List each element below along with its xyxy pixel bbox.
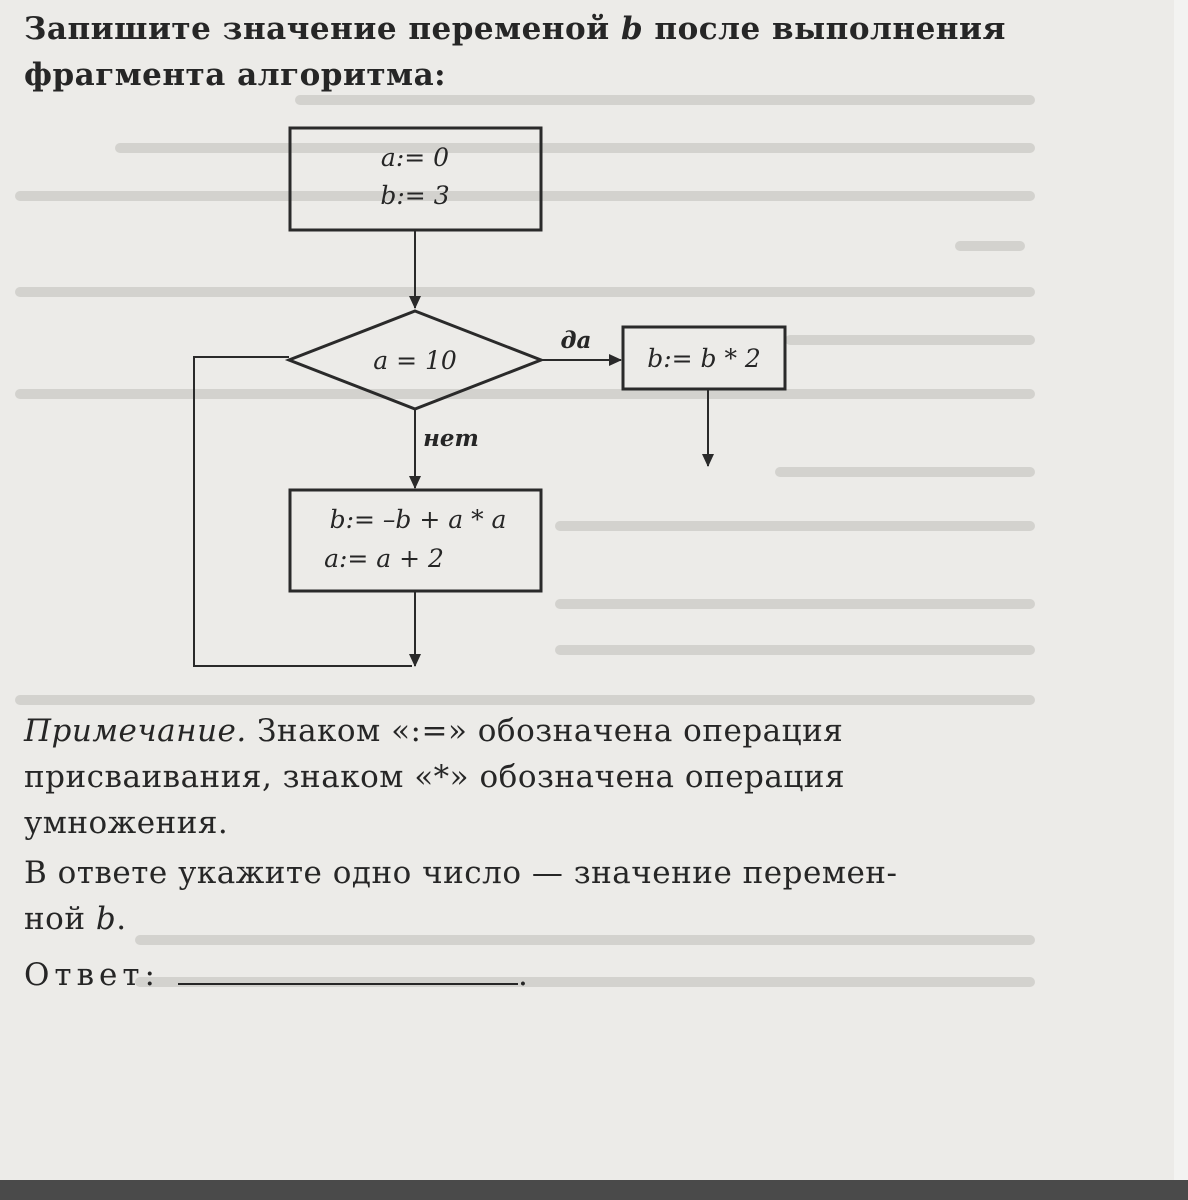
note-line-3: умножения. xyxy=(24,805,229,841)
instruction-variable-b: b xyxy=(95,901,117,937)
loop-line-1: b:= –b + a * a xyxy=(330,505,507,534)
yes-action-text: b:= b * 2 xyxy=(647,344,761,373)
no-label: нет xyxy=(423,425,479,452)
instruction-line-1: В ответе укажите одно число — значение п… xyxy=(24,855,898,891)
loop-back-line xyxy=(193,356,412,667)
note-line-2: присваивания, знаком «*» обозначена опер… xyxy=(24,759,846,795)
init-line-2: b:= 3 xyxy=(380,181,449,210)
note-title: Примечание. xyxy=(24,713,247,749)
loop-line-2: a:= a + 2 xyxy=(324,544,444,573)
yes-label: да xyxy=(561,327,592,354)
page-right-edge xyxy=(1174,0,1188,1180)
variable-b: b xyxy=(620,11,644,47)
answer-row: Ответ:. xyxy=(24,957,528,993)
answer-blank[interactable] xyxy=(177,961,518,985)
note-line-1: Примечание. Знаком «:=» обозначена опера… xyxy=(24,713,844,749)
question-line-2: фрагмента алгоритма: xyxy=(24,57,447,93)
yes-action-block xyxy=(621,325,787,391)
question-line-1: Запишите значение переменой b после выпо… xyxy=(24,11,1006,47)
instruction-line-2: ной b. xyxy=(24,901,127,937)
flowchart: a:= 0 b:= 3 a = 10 b:= b * 2 b:= –b + a … xyxy=(193,126,787,667)
answer-label: Ответ: xyxy=(24,957,160,993)
condition-text: a = 10 xyxy=(373,346,457,375)
page-bottom-edge xyxy=(0,1180,1188,1200)
init-line-1: a:= 0 xyxy=(381,143,449,172)
